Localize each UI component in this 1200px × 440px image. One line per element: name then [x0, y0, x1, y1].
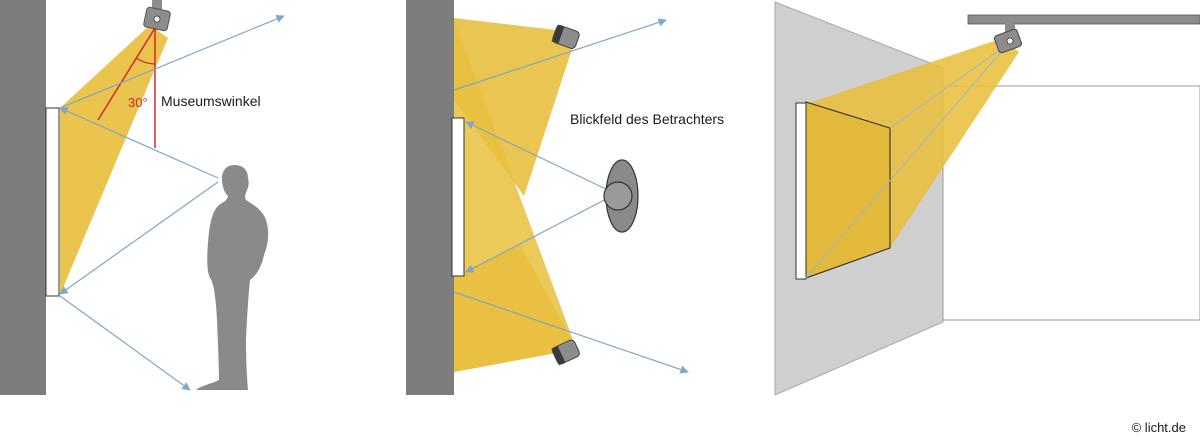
viewer-top-view — [603, 159, 639, 233]
angle-arc — [135, 57, 156, 65]
light-cone — [60, 25, 168, 295]
wall — [406, 0, 454, 395]
reflection-floor-line — [59, 295, 191, 391]
reflection-line-upper — [453, 18, 667, 91]
guide-line-top — [889, 43, 1009, 129]
picture-frame — [451, 117, 465, 277]
picture-frame — [45, 107, 60, 297]
room-back — [942, 85, 1200, 321]
ceiling-track — [967, 14, 1200, 25]
museum-angle-label: Museumswinkel — [161, 93, 261, 109]
angle-label: 30° — [128, 95, 148, 110]
panel-viewer-field: Blickfeld des Betrachters — [406, 0, 724, 395]
sight-line-upper — [465, 121, 613, 193]
luminaire — [993, 22, 1023, 54]
angle-ray-line — [97, 27, 156, 121]
lower-luminaire — [551, 339, 580, 366]
person-silhouette — [196, 165, 269, 390]
copyright-label: © licht.de — [1132, 420, 1186, 435]
luminaire — [143, 0, 171, 32]
panel-room-perspective — [774, 1, 1200, 396]
reflection-line-lower — [453, 291, 689, 374]
panel-museum-angle: 30° Museumswinkel — [0, 0, 285, 395]
wall — [0, 0, 46, 395]
guide-line-bottom — [805, 43, 1009, 279]
viewer-field-label: Blickfeld des Betrachters — [570, 111, 724, 127]
reflection-line — [59, 14, 285, 109]
upper-light-cone — [454, 18, 575, 196]
lower-light-cone-outer — [454, 245, 575, 372]
illuminated-area — [805, 101, 891, 279]
picture-frame — [795, 102, 807, 280]
sight-line-top — [59, 107, 219, 179]
sight-line-bottom — [59, 181, 219, 295]
upper-luminaire — [551, 24, 580, 49]
sight-line-lower — [465, 195, 613, 273]
